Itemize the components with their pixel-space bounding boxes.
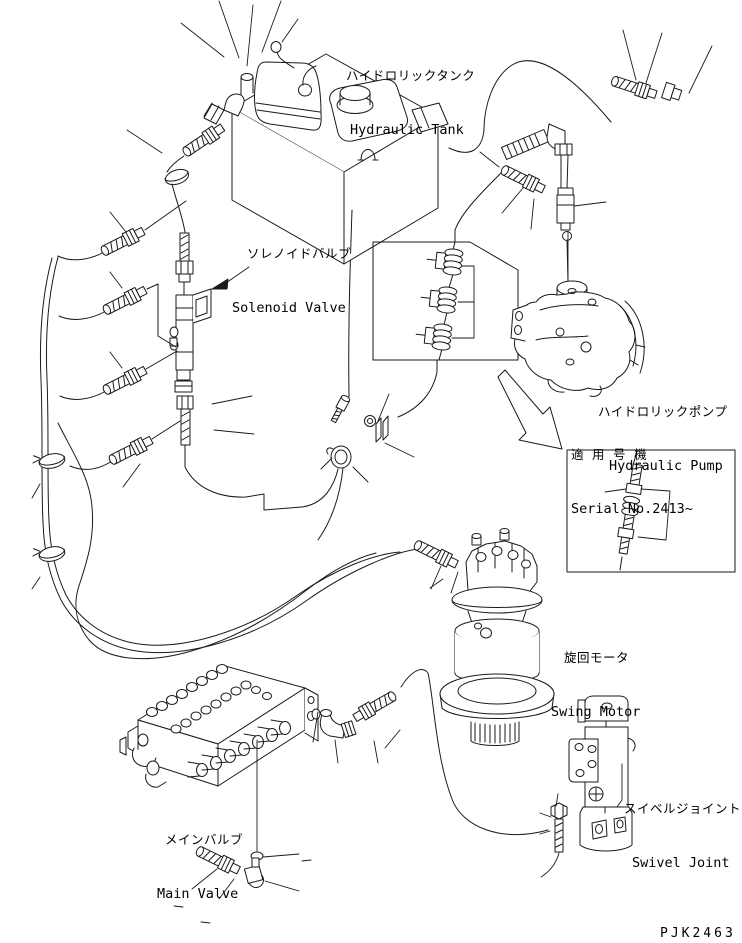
label-swivel-joint: スイベルジョイント Swivel Joint <box>624 763 741 891</box>
callout-leader <box>225 266 250 284</box>
label-solenoid-valve: ソレノイドバルブ Solenoid Valve <box>232 208 351 336</box>
label-main-valve: メインバルブ Main Valve <box>157 794 243 922</box>
hose-clamp <box>164 168 190 186</box>
hose-clamp <box>414 320 453 352</box>
hose-fitting <box>100 283 149 318</box>
hose-fitting <box>100 363 149 398</box>
swivel-joint-drawing <box>539 695 636 878</box>
label-serial-applicability: 適 用 号 機 Serial No.2413~ <box>571 409 693 537</box>
tee-fitting <box>557 187 574 196</box>
hydraulic-pump-drawing <box>510 231 646 397</box>
hose-fitting <box>179 121 227 160</box>
label-hydraulic-pump-jp: ハイドロリックポンプ <box>598 404 728 419</box>
clamp-detail-box <box>372 229 519 373</box>
main-valve-drawing <box>119 664 319 924</box>
label-main-valve-en: Main Valve <box>157 886 239 902</box>
hose-fitting <box>411 537 461 572</box>
label-serial-applicability-en: Serial No.2413~ <box>571 501 693 517</box>
clamp-plate <box>382 415 389 441</box>
swing-motor-drawing <box>411 528 555 746</box>
hydraulic-tank-drawing <box>231 41 449 265</box>
label-main-valve-jp: メインバルブ <box>165 832 244 847</box>
hose-clamp <box>32 546 66 562</box>
hose-runs <box>31 171 549 836</box>
clamp-plate <box>375 417 382 443</box>
ribbed-hose <box>500 129 550 160</box>
bolt <box>330 394 351 424</box>
label-hydraulic-tank: ハイドロリックタンク Hydraulic Tank <box>346 30 475 158</box>
solenoid-valve-drawing <box>98 200 255 488</box>
p-clip <box>330 445 352 469</box>
label-swing-motor-jp: 旋回モータ <box>564 650 630 665</box>
hose-fitting <box>498 162 548 197</box>
hose-fitting <box>350 688 399 725</box>
label-solenoid-valve-jp: ソレノイドバルブ <box>247 246 352 261</box>
label-solenoid-valve-en: Solenoid Valve <box>232 300 346 316</box>
label-swing-motor-en: Swing Motor <box>551 704 641 720</box>
hose-clamp-hardware <box>320 393 415 483</box>
serial-detail-box <box>566 449 736 573</box>
label-bracket <box>616 763 623 808</box>
arrow-icon <box>211 278 229 290</box>
hose-clamp <box>425 245 464 277</box>
hose-clamp <box>419 283 458 315</box>
label-hydraulic-tank-jp: ハイドロリックタンク <box>346 68 476 83</box>
label-swivel-joint-jp: スイベルジョイント <box>624 801 742 816</box>
pump-suction-hoses <box>448 29 713 283</box>
drawing-code: PJK2463 <box>660 926 736 941</box>
hose-fitting <box>98 224 147 259</box>
hose-fitting <box>609 73 659 102</box>
plug-fitting <box>661 81 683 101</box>
label-swivel-joint-en: Swivel Joint <box>632 855 730 871</box>
main-valve-fittings <box>191 688 401 900</box>
hose-fitting <box>106 433 155 468</box>
label-serial-applicability-jp: 適 用 号 機 <box>571 447 648 462</box>
label-hydraulic-pump-en: Hydraulic Pump <box>609 458 723 474</box>
serial-callout-arrow-icon <box>497 369 563 450</box>
label-hydraulic-pump: ハイドロリックポンプ Hydraulic Pump <box>598 366 727 494</box>
hose-clamp <box>32 453 66 469</box>
tank-hose-fittings <box>126 0 299 233</box>
label-swing-motor: 旋回モータ Swing Motor <box>551 612 640 740</box>
bolt <box>550 802 568 820</box>
label-hydraulic-tank-en: Hydraulic Tank <box>350 122 464 138</box>
washer <box>364 415 376 427</box>
